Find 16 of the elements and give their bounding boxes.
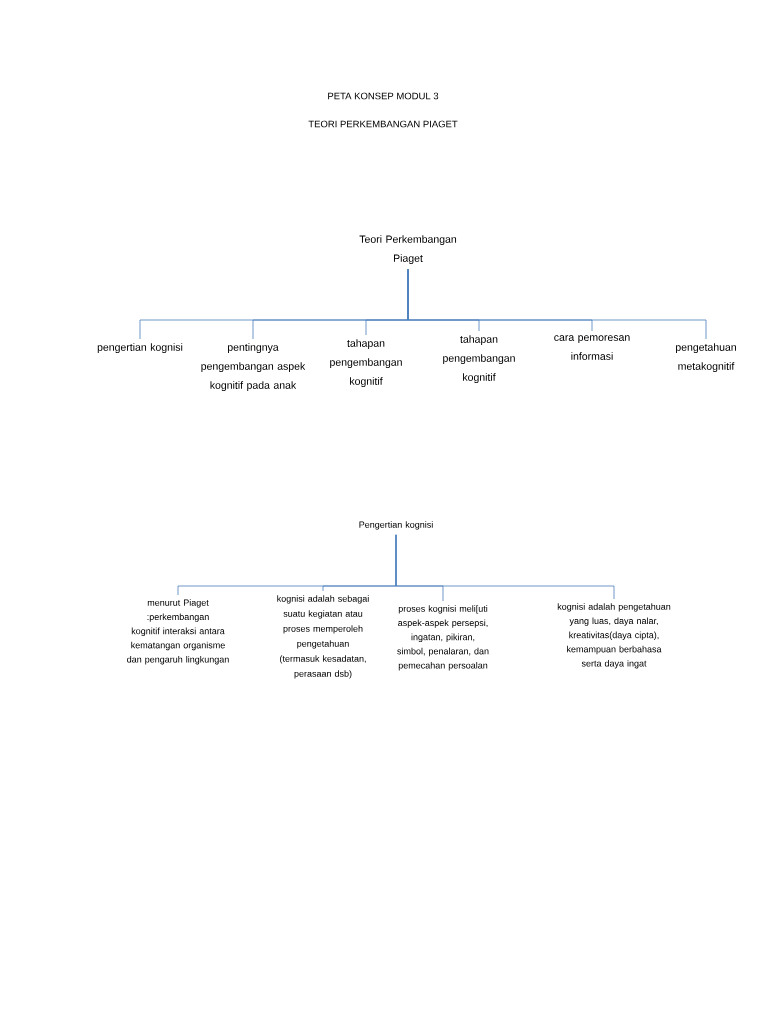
concept-text: cara pemoresan informasi [554, 335, 630, 360]
concept-text: kognisi adalah pengetahuan yang luas, daya nalar, kreativitas(daya cipta), kemampuan berbahasa serta daya ingat [557, 603, 671, 669]
concept-text: tahapan pengembangan kognitif [443, 335, 515, 383]
connector-line [395, 534, 615, 600]
concept-text: proses kognisi meli[uti aspek-aspek persepsi, ingatan, pikiran, simbol, penalaran, dan pemecahan persoalan [397, 605, 489, 671]
heading-text: Pengertian kognisi [359, 521, 433, 530]
title: PETA KONSEP MODUL 3 [328, 92, 439, 100]
concept-text: pengetahuan metakognitif [676, 343, 736, 372]
concept-text: pengertian kognisi [97, 343, 183, 353]
connector-line [407, 268, 707, 340]
concept-text: kognisi adalah sebagai suatu kegiatan atau proses memperoleh pengetahuan (termasuk kesadatan, perasaan dsb) [277, 595, 369, 679]
concept-text: pentingnya pengembangan aspek kognitif pada anak [201, 343, 306, 391]
concept-text: tahapan pengembangan kognitif [330, 339, 402, 387]
subtitle: TEORI PERKEMBANGAN PIAGET [308, 120, 458, 128]
heading-text: Teori Perkembangan Piaget [359, 235, 457, 264]
concept-text: menurut Piaget :perkembangan kognitif interaksi antara kematangan organisme dan pengaruh lingkungan [127, 599, 229, 665]
